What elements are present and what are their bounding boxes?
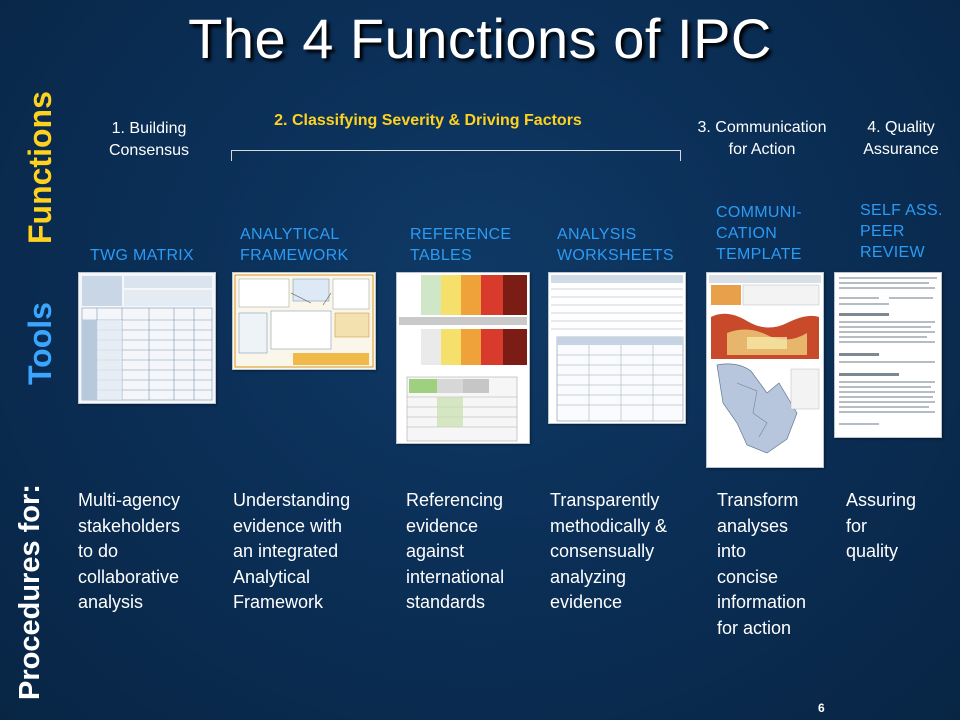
procedure-communication: Transform analyses into concise informat… [717, 488, 806, 641]
function-2-classifying: 2. Classifying Severity & Driving Factor… [274, 112, 582, 129]
function-1-line-2: Consensus [108, 142, 190, 159]
communication-template-thumbnail [706, 272, 824, 468]
twg-matrix-image [79, 273, 215, 403]
self-assessment-image [835, 273, 941, 437]
twg-matrix-thumbnail [78, 272, 216, 404]
tool-analytical-framework: ANALYTICAL FRAMEWORK [240, 224, 348, 266]
tool-communication-template-line-1: COMMUNI- [716, 204, 802, 221]
procedure-6-line-1: Assuring [846, 490, 917, 510]
analysis-worksheets-thumbnail [548, 272, 686, 424]
procedure-4-line-4: analyzing [550, 566, 627, 587]
analysis-worksheets-image [549, 273, 685, 423]
tool-communication-template-line-2: CATION [716, 225, 778, 242]
tool-reference-tables: REFERENCE TABLES [410, 224, 511, 266]
tool-communication-template: COMMUNI- CATION TEMPLATE [716, 202, 802, 265]
procedure-3-line-1: Referencing [406, 490, 504, 510]
function-1-building-consensus: 1. Building Consensus [88, 118, 210, 162]
function-3-line-2: for Action [728, 141, 796, 158]
procedure-3-line-4: international [406, 566, 505, 587]
tool-self-assessment-line-1: SELF ASS. [860, 202, 943, 219]
reference-tables-thumbnail [396, 272, 530, 444]
tool-twg-matrix: TWG MATRIX [90, 245, 194, 266]
function-3-communication: 3. Communication for Action [681, 117, 843, 161]
procedure-2-line-5: Framework [233, 592, 324, 612]
procedure-4-line-1: Transparently [550, 490, 660, 510]
function-2-bracket [231, 150, 681, 161]
tool-analytical-framework-line-1: ANALYTICAL [240, 226, 340, 243]
procedure-quality-assurance: Assuring for quality [846, 488, 916, 565]
tool-self-assessment-line-3: REVIEW [860, 244, 925, 261]
tool-reference-tables-line-1: REFERENCE [410, 226, 512, 243]
procedure-analytical-framework: Understanding evidence with an integrate… [233, 488, 350, 616]
procedure-6-line-3: quality [846, 541, 899, 561]
procedure-2-line-3: an integrated [233, 541, 339, 561]
procedure-3-line-3: against [406, 541, 465, 561]
slide-title: The 4 Functions of IPC [188, 7, 772, 70]
tool-analysis-worksheets-line-2: WORKSHEETS [557, 247, 674, 264]
procedure-1-line-2: stakeholders [78, 515, 181, 536]
procedure-4-line-2: methodically & [550, 515, 668, 536]
procedure-2-line-2: evidence with [233, 515, 343, 536]
procedure-2-line-1: Understanding [233, 490, 351, 510]
function-4-quality-assurance: 4. Quality Assurance [846, 117, 956, 161]
analytical-framework-thumbnail [232, 272, 376, 370]
procedure-6-line-2: for [846, 515, 868, 536]
procedure-3-line-2: evidence [406, 515, 479, 536]
procedure-5-line-1: Transform [717, 490, 799, 510]
procedure-1-line-4: collaborative [78, 566, 180, 587]
procedure-analysis-worksheets: Transparently methodically & consensuall… [550, 488, 667, 616]
function-1-line-1: 1. Building [111, 120, 187, 137]
procedure-5-line-6: for action [717, 617, 792, 638]
page-number: 6 [818, 701, 825, 715]
function-4-line-1: 4. Quality [867, 119, 935, 136]
procedures-side-label: Procedures for: [14, 484, 46, 700]
tool-analysis-worksheets: ANALYSIS WORKSHEETS [557, 224, 674, 266]
tool-self-assessment-peer-review: SELF ASS. PEER REVIEW [860, 200, 943, 263]
function-3-line-1: 3. Communication [697, 119, 827, 136]
function-4-line-2: Assurance [863, 141, 939, 158]
procedure-reference-tables: Referencing evidence against internation… [406, 488, 504, 616]
tools-side-label: Tools [22, 302, 58, 385]
self-assessment-thumbnail [834, 272, 942, 438]
procedure-1-line-3: to do [78, 541, 119, 561]
procedure-4-line-5: evidence [550, 592, 623, 612]
procedure-2-line-4: Analytical [233, 566, 311, 587]
tool-twg-matrix-line-1: TWG MATRIX [90, 247, 195, 264]
procedure-5-line-3: into [717, 541, 747, 561]
procedure-5-line-4: concise [717, 566, 779, 587]
tool-reference-tables-line-2: TABLES [410, 247, 472, 264]
procedure-1-line-1: Multi-agency [78, 490, 181, 510]
procedure-5-line-2: analyses [717, 515, 789, 536]
tool-communication-template-line-3: TEMPLATE [716, 246, 802, 263]
analytical-framework-image [233, 273, 375, 369]
procedure-building-consensus: Multi-agency stakeholders to do collabor… [78, 488, 180, 616]
procedure-1-line-5: analysis [78, 592, 144, 612]
procedure-4-line-3: consensually [550, 541, 655, 561]
tool-analysis-worksheets-line-1: ANALYSIS [557, 226, 637, 243]
tool-analytical-framework-line-2: FRAMEWORK [240, 247, 349, 264]
reference-tables-image [397, 273, 529, 443]
tool-self-assessment-line-2: PEER [860, 223, 905, 240]
communication-template-image [707, 273, 823, 467]
functions-side-label: Functions [22, 91, 58, 244]
procedure-3-line-5: standards [406, 592, 486, 612]
procedure-5-line-5: information [717, 592, 807, 612]
